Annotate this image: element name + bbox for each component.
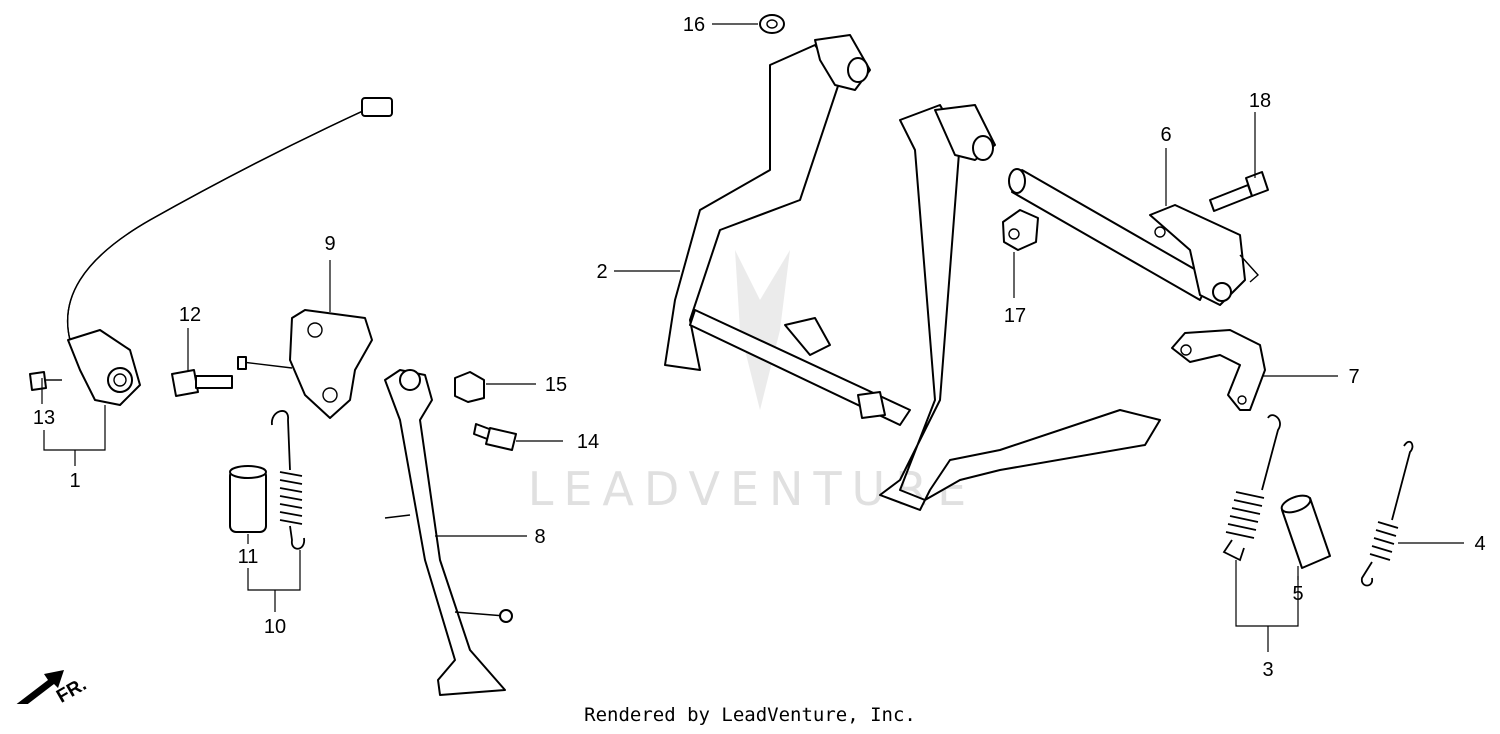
- part-8-side-stand[interactable]: [384, 369, 513, 696]
- part-11-collar[interactable]: [229, 465, 267, 533]
- callout-14: 14: [577, 431, 599, 453]
- callout-7: 7: [1348, 366, 1359, 388]
- part-7-plate[interactable]: [1171, 329, 1266, 411]
- callout-labels: 1 2 3 4 5 6 7 8 9 10 11 12 13 14 15 16 1…: [33, 14, 1486, 681]
- callout-15: 15: [545, 374, 567, 396]
- callout-3: 3: [1262, 659, 1273, 681]
- part-14-bolt[interactable]: [473, 423, 517, 451]
- part-16-washer[interactable]: [759, 14, 785, 34]
- callout-2: 2: [596, 261, 607, 283]
- callout-18: 18: [1249, 90, 1271, 112]
- callout-8: 8: [534, 526, 545, 548]
- part-18-bolt[interactable]: [1209, 171, 1269, 212]
- part-9-bracket[interactable]: [237, 309, 373, 419]
- callout-1: 1: [69, 470, 80, 492]
- parts-diagram: LEADVENTURE: [16, 14, 1486, 704]
- part-12-bolt[interactable]: [171, 369, 233, 397]
- front-marker: FR.: [16, 670, 90, 704]
- watermark-logo-icon: [735, 250, 790, 410]
- part-15-nut[interactable]: [454, 371, 485, 403]
- part-1-sidestand-switch[interactable]: [66, 97, 393, 406]
- part-3-spring[interactable]: [1222, 414, 1281, 562]
- callout-12: 12: [179, 304, 201, 326]
- part-10-spring[interactable]: [271, 410, 305, 550]
- front-arrow-icon: [16, 670, 64, 704]
- part-5-collar[interactable]: [1280, 492, 1331, 569]
- part-2-main-stand[interactable]: [664, 34, 1161, 511]
- watermark-text: LEADVENTURE: [528, 462, 977, 516]
- part-17-nut[interactable]: [1002, 209, 1039, 251]
- watermark: LEADVENTURE: [528, 250, 977, 516]
- callout-11: 11: [238, 546, 259, 568]
- credit-text: Rendered by LeadVenture, Inc.: [584, 704, 916, 726]
- part-6-pivot-shaft[interactable]: [1008, 168, 1259, 306]
- callout-6: 6: [1160, 124, 1171, 146]
- callout-9: 9: [324, 233, 335, 255]
- callout-13: 13: [33, 407, 55, 429]
- callout-16: 16: [683, 14, 705, 36]
- callout-4: 4: [1474, 533, 1485, 555]
- leader-lines: [41, 23, 1464, 652]
- part-13-bolt[interactable]: [29, 371, 62, 391]
- callout-17: 17: [1004, 305, 1026, 327]
- callout-5: 5: [1292, 583, 1303, 605]
- part-4-spring[interactable]: [1361, 440, 1414, 587]
- callout-10: 10: [264, 616, 286, 638]
